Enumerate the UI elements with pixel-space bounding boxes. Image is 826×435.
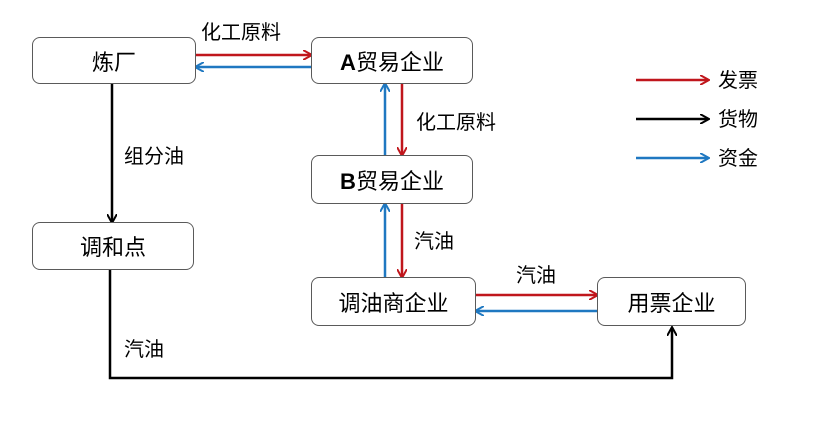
node-trade-a: A贸易企业 [311,37,473,84]
node-refinery: 炼厂 [32,37,196,84]
edge-label-b-to-blender: 汽油 [414,229,454,253]
edge-label-refinery-to-blend: 组分油 [124,144,184,168]
node-blender: 调油商企业 [311,277,476,326]
node-trade-b-name: 贸易企业 [355,169,444,195]
node-invoice-user: 用票企业 [597,277,746,326]
edge-label-refinery-to-a: 化工原料 [201,20,281,44]
node-trade-b: B贸易企业 [311,155,473,204]
node-trade-a-prefix: A [340,49,356,75]
node-trade-a-label: A贸易企业 [340,45,444,77]
node-refinery-label: 炼厂 [91,50,136,76]
legend-goods-label: 货物 [718,107,758,131]
node-trade-b-prefix: B [340,168,356,194]
legend-invoice-label: 发票 [718,68,758,92]
edge-label-blend-to-user: 汽油 [124,337,164,361]
node-trade-b-label: B贸易企业 [340,164,444,196]
edge-label-a-to-b: 化工原料 [416,110,496,134]
node-trade-a-name: 贸易企业 [355,50,444,76]
node-blend-point-label: 调和点 [79,236,146,261]
node-blender-label: 调油商企业 [338,291,449,317]
node-invoice-user-label: 用票企业 [627,291,716,317]
legend-funds-label: 资金 [718,146,758,170]
goods-arrow-blend-to-user [108,270,672,380]
node-blend-point: 调和点 [32,222,194,270]
edge-label-blender-to-user: 汽油 [516,263,556,287]
